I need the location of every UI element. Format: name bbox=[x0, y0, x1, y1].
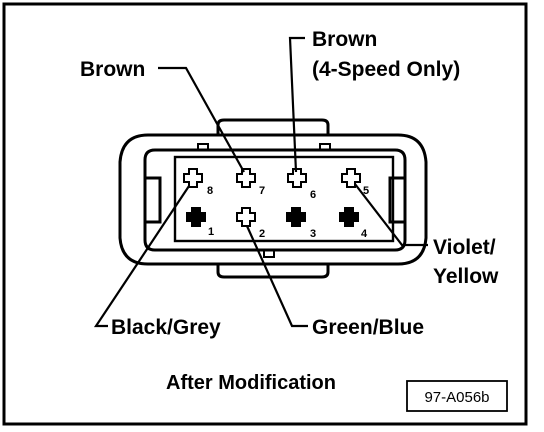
pin-5 bbox=[341, 168, 361, 188]
label-brown-right: Brown bbox=[312, 28, 377, 51]
label-brown-left: Brown bbox=[80, 58, 145, 81]
reference-code: 97-A056b bbox=[424, 389, 489, 406]
pin-1 bbox=[186, 207, 206, 227]
label-violet: Violet/ bbox=[433, 236, 496, 259]
pin-8 bbox=[183, 168, 203, 188]
pin-number-5: 5 bbox=[363, 185, 369, 197]
pin-number-2: 2 bbox=[259, 228, 265, 240]
leader-green-blue bbox=[245, 225, 308, 328]
reference-code-box bbox=[406, 380, 508, 412]
label-brown-right-note: (4-Speed Only) bbox=[312, 58, 460, 81]
leader-black-grey bbox=[93, 185, 190, 328]
pin-7 bbox=[236, 168, 256, 188]
leader-brown-right bbox=[288, 36, 305, 173]
label-green-blue: Green/Blue bbox=[312, 316, 424, 339]
figure-caption: After Modification bbox=[166, 372, 336, 394]
label-black-grey: Black/Grey bbox=[111, 316, 221, 339]
pin-number-6: 6 bbox=[310, 189, 316, 201]
leader-lines bbox=[93, 36, 428, 328]
label-yellow: Yellow bbox=[433, 265, 499, 288]
pin-number-1: 1 bbox=[208, 226, 214, 238]
pin-number-7: 7 bbox=[259, 185, 265, 197]
pin-3 bbox=[286, 207, 306, 227]
pin-number-8: 8 bbox=[207, 185, 213, 197]
pin-numbers: 8 7 6 5 1 2 3 4 bbox=[207, 185, 369, 240]
pin-2 bbox=[236, 207, 256, 227]
connector-pins bbox=[183, 168, 361, 227]
leader-violet-yellow bbox=[354, 183, 428, 247]
pin-number-4: 4 bbox=[361, 228, 368, 240]
connector-housing bbox=[118, 118, 428, 279]
leader-brown-left bbox=[158, 66, 245, 173]
pin-number-3: 3 bbox=[310, 228, 316, 240]
pin-4 bbox=[339, 207, 359, 227]
figure-border bbox=[2, 2, 528, 426]
